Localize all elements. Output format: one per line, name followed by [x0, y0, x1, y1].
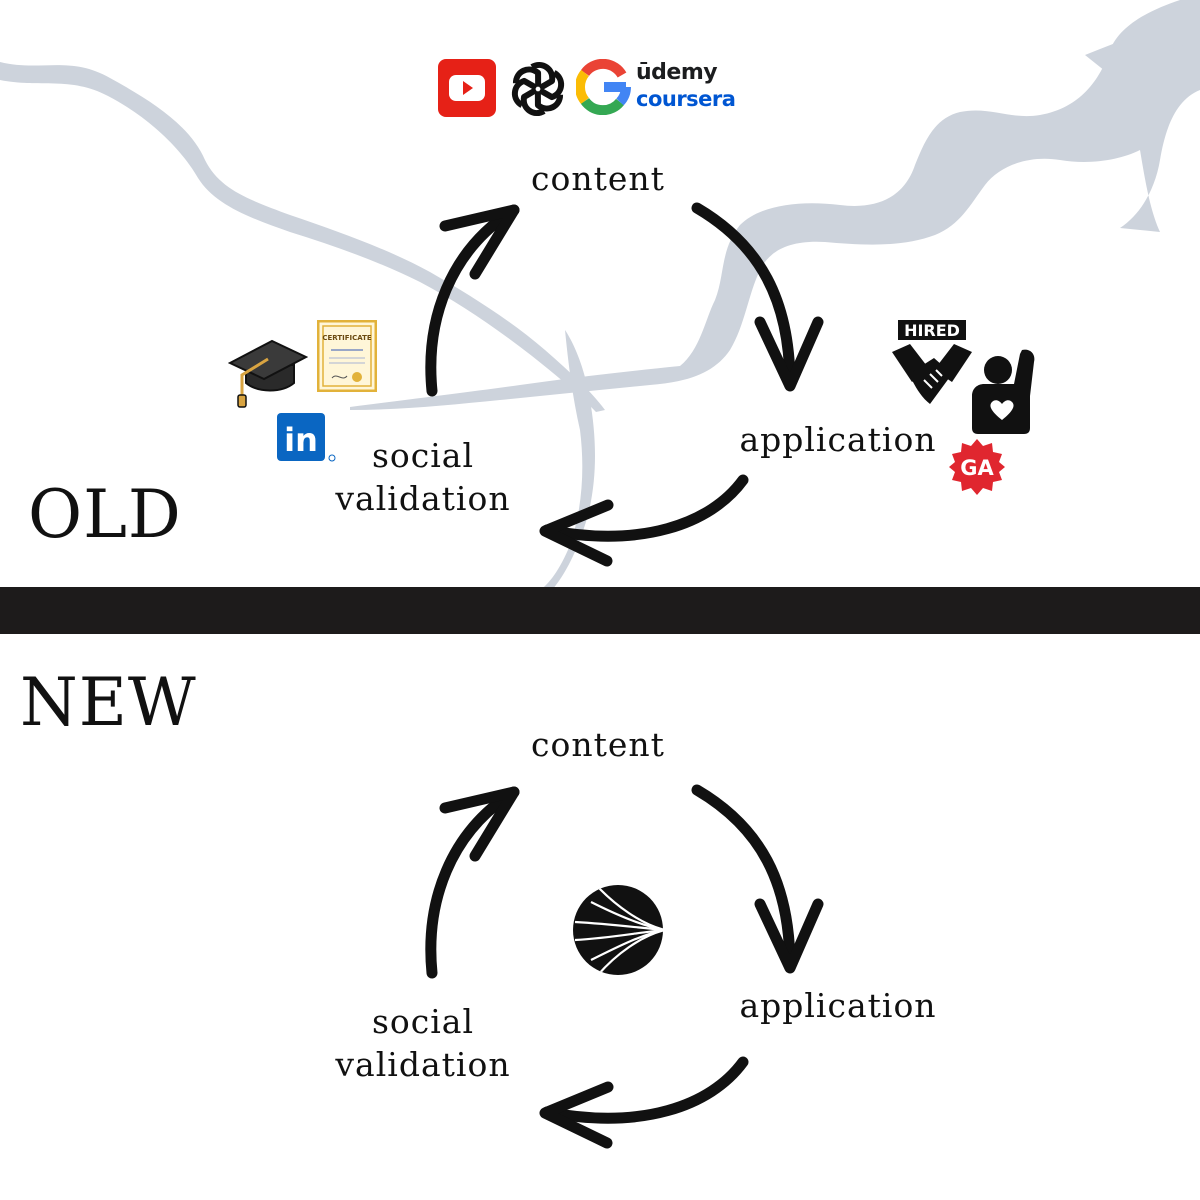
old-cycle-arrows [425, 202, 824, 567]
arrowhead-content [439, 786, 520, 862]
section-divider [0, 587, 1200, 634]
graduation-cap-icon [228, 339, 308, 408]
openai-icon [511, 61, 565, 117]
old-social-label: social [371, 436, 475, 475]
volunteer-icon [972, 349, 1035, 434]
udemy-logo: ūdemy [636, 60, 718, 85]
general-assembly-icon: GA [949, 439, 1005, 495]
arrowhead-social [539, 499, 614, 567]
certificate-text: CERTIFICATE [322, 334, 372, 342]
new-title: NEW [20, 664, 197, 741]
arrow-content-to-application [691, 202, 796, 391]
coursera-logo: coursera [636, 87, 736, 111]
old-validation-label: validation [335, 479, 511, 518]
arrowhead-content [439, 204, 520, 280]
arrow-application-to-social [541, 474, 749, 542]
new-social-label: social [371, 1002, 475, 1041]
sphere-logo-icon [573, 885, 663, 975]
arrow-content-to-application [691, 784, 796, 973]
ga-text: GA [960, 456, 994, 480]
old-application-label: application [739, 420, 937, 459]
new-validation-label: validation [335, 1045, 511, 1084]
new-application-label: application [739, 986, 937, 1025]
arrowhead-application [754, 898, 824, 974]
arrow-social-to-content [425, 786, 520, 979]
new-content-label: content [531, 725, 665, 764]
arrow-application-to-social [541, 1056, 749, 1124]
hired-handshake-icon: HIRED [892, 320, 972, 404]
old-content-label: content [531, 159, 665, 198]
google-icon [576, 59, 631, 115]
hired-text: HIRED [904, 321, 960, 340]
youtube-icon [438, 59, 496, 117]
arrowhead-application [754, 316, 824, 392]
old-title: OLD [28, 476, 182, 553]
certificate-icon: CERTIFICATE [317, 320, 377, 392]
river-map-background [0, 0, 1200, 590]
linkedin-icon: in [277, 413, 336, 462]
arrow-social-to-content [425, 204, 520, 397]
arrowhead-social [539, 1081, 614, 1149]
linkedin-text: in [284, 421, 318, 459]
